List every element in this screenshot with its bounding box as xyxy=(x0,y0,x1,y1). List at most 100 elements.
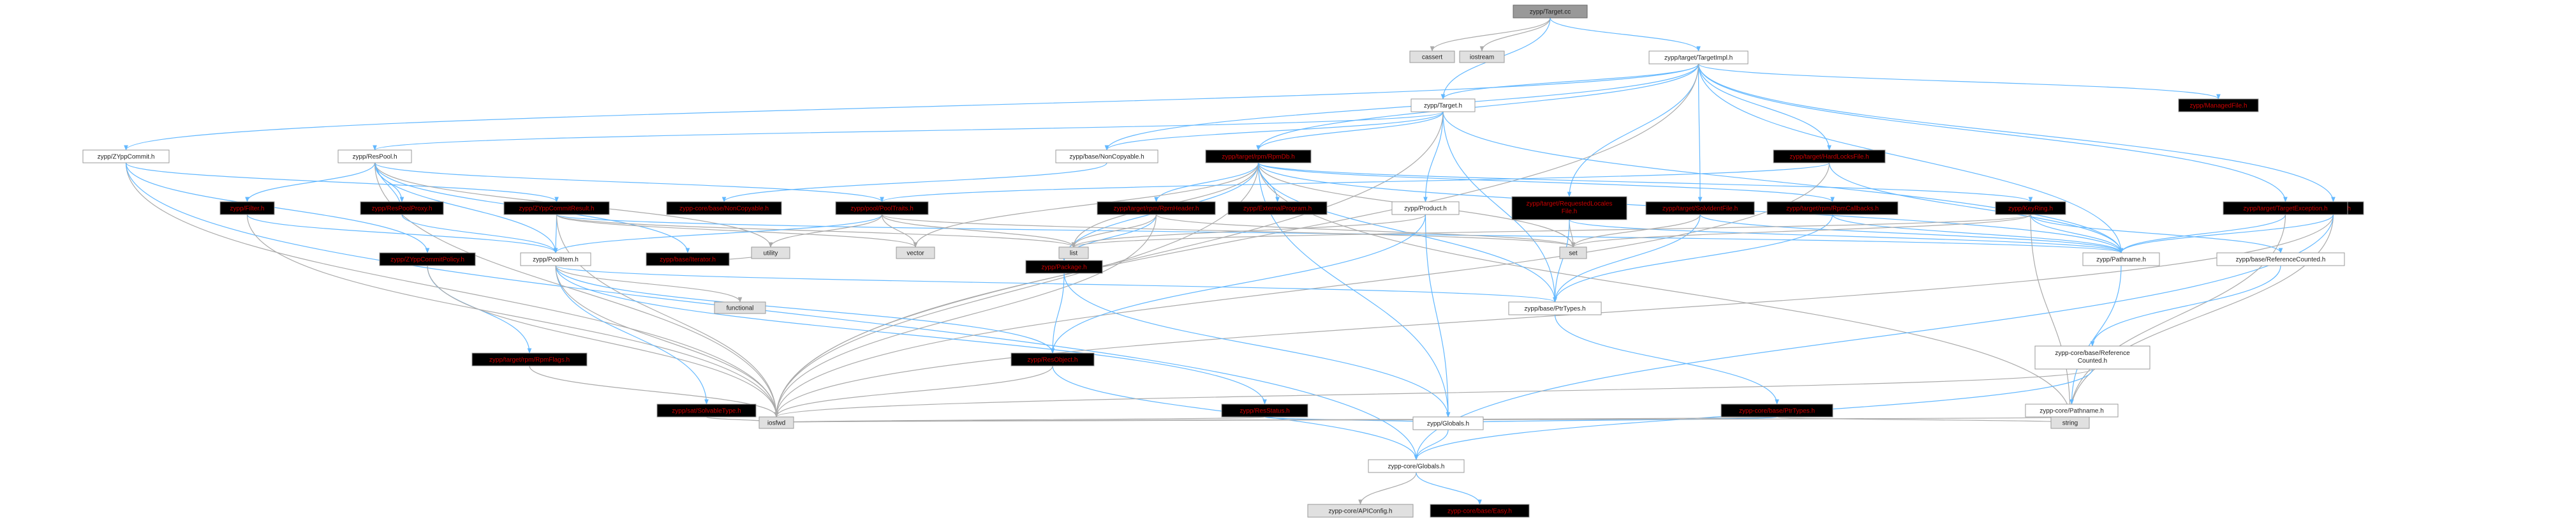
node-hardlocks[interactable]: zypp/target/HardLocksFile.h xyxy=(1773,149,1886,163)
edge-targetimpl-to-iosfwd xyxy=(774,63,1699,418)
node-label: zypp/target/rpm/RpmDb.h xyxy=(1222,154,1295,161)
edge-respool-to-pooltraits xyxy=(374,162,884,202)
node-targetexc[interactable]: zypp/target/TargetException.h xyxy=(2223,201,2348,215)
node-label: iostream xyxy=(1470,54,1494,61)
edge-targetimpl-to-hardlocks xyxy=(1698,63,1832,151)
node-managedfile[interactable]: zypp/ManagedFile.h xyxy=(2178,98,2259,112)
node-ptrtypes[interactable]: zypp/base/PtrTypes.h xyxy=(1508,301,1602,315)
node-box xyxy=(471,352,588,366)
node-label: zypp/ZYppCommitResult.h xyxy=(519,206,594,213)
node-respoolproxy[interactable]: zypp/ResPoolProxy.h xyxy=(360,201,444,215)
edge-rpmdb-to-rpmheader xyxy=(1154,162,1259,202)
node-label: zypp/target/HardLocksFile.h xyxy=(1789,154,1869,161)
node-baseiterator[interactable]: zypp/base/Iterator.h xyxy=(646,252,730,266)
node-easy[interactable]: zypp-core/base/Easy.h xyxy=(1430,504,1530,518)
node-box xyxy=(1412,416,1484,430)
edge-targetimpl-to-reqlocales xyxy=(1567,63,1699,197)
edge-corerefcount-to-iosfwd xyxy=(774,368,2093,418)
edge-solvident-to-ptrtypes xyxy=(1553,214,1701,303)
node-layer: zypp/Target.cc cassert iostream zypp/target… xyxy=(82,4,2364,518)
node-label: zypp/target/TargetException.h xyxy=(2243,206,2327,213)
node-box xyxy=(2034,345,2150,370)
node-filter[interactable]: zypp/Filter.h xyxy=(219,201,275,215)
node-box xyxy=(656,404,757,418)
node-keyring[interactable]: zypp/KeyRing.h xyxy=(1995,201,2066,215)
node-label: zypp/ExternalProgram.h xyxy=(1243,206,1312,213)
node-root[interactable]: zypp/Target.cc xyxy=(1513,4,1588,19)
node-respool[interactable]: zypp/ResPool.h xyxy=(337,149,412,163)
node-label: zypp/sat/SolvableType.h xyxy=(672,408,741,415)
edge-rpmdb-to-extprogram xyxy=(1257,162,1280,202)
node-utility[interactable]: utility xyxy=(751,246,790,259)
edge-rpmflags-to-iosfwd xyxy=(529,365,779,418)
edge-product-to-globals xyxy=(1425,214,1451,418)
node-rpmdb[interactable]: zypp/target/rpm/RpmDb.h xyxy=(1205,149,1312,163)
node-label: zypp/base/ReferenceCounted.h xyxy=(2236,257,2326,264)
edge-pooltraits-to-poolitem xyxy=(553,214,883,253)
node-ztarget[interactable]: zypp/Target.h xyxy=(1410,98,1476,112)
node-string[interactable]: string xyxy=(2050,416,2090,429)
edge-root-to-iostream xyxy=(1479,17,1551,52)
edge-ztarget-to-pathname xyxy=(1442,111,2124,253)
node-commitpolicy[interactable]: zypp/ZYppCommitPolicy.h xyxy=(379,252,476,266)
node-rpmflags[interactable]: zypp/target/rpm/RpmFlags.h xyxy=(471,352,588,366)
node-cassert[interactable]: cassert xyxy=(1409,50,1455,63)
node-rpmcallbacks[interactable]: zypp/target/rpm/RpmCallbacks.h xyxy=(1766,201,1899,215)
node-pooltraits[interactable]: zypp/pool/PoolTraits.h xyxy=(835,201,929,215)
edge-rpmcallbacks-to-pathname xyxy=(1832,214,2124,253)
edge-filter-to-iosfwd xyxy=(246,214,779,418)
node-label: zypp/target/rpm/RpmFlags.h xyxy=(489,357,570,364)
node-targetimpl[interactable]: zypp/target/TargetImpl.h xyxy=(1648,50,1749,64)
edge-targetimpl-to-vendorattr xyxy=(1698,63,2335,202)
edge-targetimpl-to-targetexc xyxy=(1698,63,2288,202)
node-extprogram[interactable]: zypp/ExternalProgram.h xyxy=(1227,201,1328,215)
edge-rpmdb-to-vector xyxy=(913,162,1259,248)
node-corepathname[interactable]: zypp-core/Pathname.h xyxy=(2025,404,2119,418)
node-apiconfig[interactable]: zypp-core/APIConfig.h xyxy=(1307,504,1414,518)
node-package[interactable]: zypp/Package.h xyxy=(1025,260,1103,274)
node-box xyxy=(714,301,766,314)
node-functional[interactable]: functional xyxy=(714,301,766,314)
node-commitresult[interactable]: zypp/ZYppCommitResult.h xyxy=(503,201,610,215)
node-noncopyable[interactable]: zypp/base/NonCopyable.h xyxy=(1055,149,1158,163)
node-box xyxy=(1368,459,1465,473)
node-box xyxy=(1773,149,1886,163)
node-list[interactable]: list xyxy=(1058,246,1089,259)
node-box xyxy=(1459,50,1505,63)
node-box xyxy=(1721,404,1833,418)
node-label: zypp/base/Iterator.h xyxy=(660,257,716,264)
node-rpmheader[interactable]: zypp/target/rpm/RpmHeader.h xyxy=(1097,201,1216,215)
node-coreptrtypes[interactable]: zypp-core/base/PtrTypes.h xyxy=(1721,404,1833,418)
node-coreglobals[interactable]: zypp-core/Globals.h xyxy=(1368,459,1465,473)
node-poolitem[interactable]: zypp/PoolItem.h xyxy=(520,252,591,266)
edge-noncopyable-to-corenoncopy xyxy=(722,162,1107,202)
node-label: zypp/pool/PoolTraits.h xyxy=(850,206,914,213)
node-vector[interactable]: vector xyxy=(896,246,935,259)
node-corenoncopy[interactable]: zypp-core/base/NonCopyable.h xyxy=(666,201,782,215)
node-box xyxy=(1513,4,1588,19)
node-label: zypp/base/NonCopyable.h xyxy=(1069,154,1144,161)
node-resobject[interactable]: zypp/ResObject.h xyxy=(1010,352,1095,366)
node-set[interactable]: set xyxy=(1559,246,1587,259)
edge-poolitem-to-resobject xyxy=(555,265,1055,354)
node-solvabletype[interactable]: zypp/sat/SolvableType.h xyxy=(656,404,757,418)
node-box xyxy=(1058,246,1089,259)
node-resstatus[interactable]: zypp/ResStatus.h xyxy=(1221,404,1308,418)
node-box xyxy=(82,149,170,163)
node-globals[interactable]: zypp/Globals.h xyxy=(1412,416,1484,430)
edge-vendorattr-to-string xyxy=(2068,214,2334,418)
node-box xyxy=(1097,201,1216,215)
edge-targetimpl-to-managedfile xyxy=(1698,63,2221,100)
node-refcounted[interactable]: zypp/base/ReferenceCounted.h xyxy=(2216,252,2345,266)
node-product[interactable]: zypp/Product.h xyxy=(1391,201,1460,215)
edge-rpmheader-to-set xyxy=(1155,214,1576,248)
node-solvident[interactable]: zypp/target/SolvIdentFile.h xyxy=(1645,201,1755,215)
node-iostream[interactable]: iostream xyxy=(1459,50,1505,63)
node-box xyxy=(2178,98,2259,112)
node-zyppcommit[interactable]: zypp/ZYppCommit.h xyxy=(82,149,170,163)
node-pathname[interactable]: zypp/Pathname.h xyxy=(2082,252,2160,266)
node-iosfwd[interactable]: iosfwd xyxy=(759,416,794,429)
